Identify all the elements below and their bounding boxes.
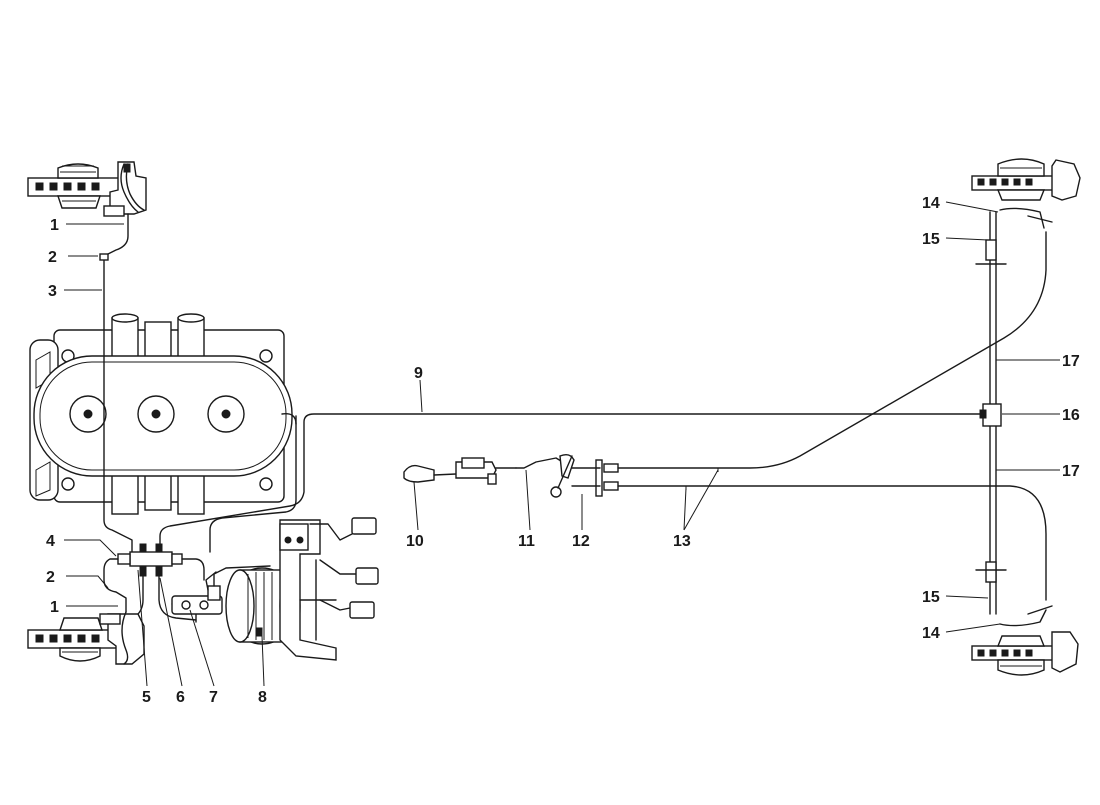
rear-bottom-caliper bbox=[999, 605, 1079, 673]
pipe-to-rear-9 bbox=[159, 413, 987, 553]
callout-17-bottom: 17 bbox=[1062, 463, 1080, 480]
callout-13: 13 bbox=[673, 533, 691, 550]
callout-1-top: 1 bbox=[50, 217, 59, 234]
callout-14-bottom: 14 bbox=[922, 625, 940, 642]
front-top-caliper bbox=[103, 161, 147, 217]
front-left-brake-pipe bbox=[99, 213, 133, 553]
callout-4: 4 bbox=[46, 533, 55, 550]
handbrake-switch bbox=[403, 464, 457, 483]
callout-8: 8 bbox=[258, 689, 267, 706]
callout-2-bottom: 2 bbox=[46, 569, 55, 586]
callout-14-top: 14 bbox=[922, 195, 940, 212]
callout-1-bottom: 1 bbox=[50, 599, 59, 616]
front-bottom-caliper bbox=[99, 611, 145, 665]
callout-15-bottom: 15 bbox=[922, 589, 940, 606]
master-cylinder bbox=[171, 565, 271, 615]
front-top-brake-disc bbox=[27, 163, 137, 209]
brake-distributor bbox=[117, 543, 183, 577]
callout-15-top: 15 bbox=[922, 231, 940, 248]
pedal-box bbox=[279, 517, 379, 661]
callout-10: 10 bbox=[406, 533, 424, 550]
rear-bottom-brake-disc bbox=[971, 635, 1059, 676]
callout-16: 16 bbox=[1062, 407, 1080, 424]
callout-17-top: 17 bbox=[1062, 353, 1080, 370]
callout-9: 9 bbox=[414, 365, 423, 382]
callout-6: 6 bbox=[176, 689, 185, 706]
callout-11: 11 bbox=[518, 533, 535, 550]
leader-lines bbox=[64, 201, 1060, 687]
handbrake-lever bbox=[455, 457, 567, 485]
callout-3: 3 bbox=[48, 283, 57, 300]
callout-12: 12 bbox=[572, 533, 590, 550]
rear-top-caliper bbox=[999, 159, 1081, 229]
callout-2-top: 2 bbox=[48, 249, 57, 266]
handbrake-cable-equalizer bbox=[550, 453, 619, 498]
rear-brake-pipe bbox=[975, 211, 1007, 615]
rear-top-brake-disc bbox=[971, 158, 1059, 201]
engine-block bbox=[29, 313, 293, 515]
callout-5: 5 bbox=[142, 689, 151, 706]
callouts: 1 2 3 4 2 1 5 6 7 8 9 10 11 12 13 14 15 … bbox=[46, 195, 1080, 706]
callout-7: 7 bbox=[209, 689, 218, 706]
